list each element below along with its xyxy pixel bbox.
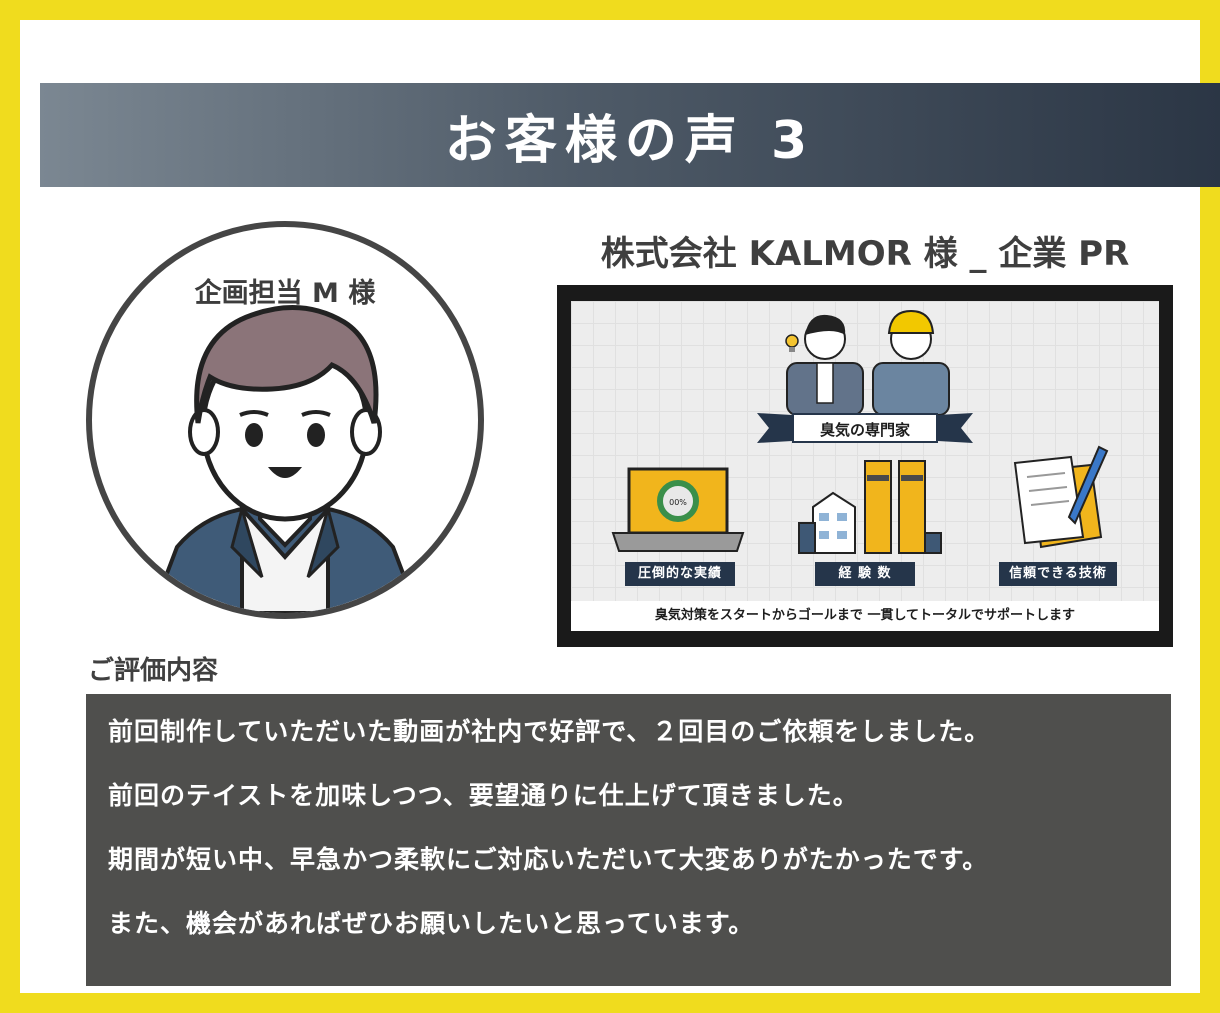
gauge-text: 00% bbox=[669, 498, 687, 507]
video-thumbnail[interactable]: 00% bbox=[557, 285, 1173, 647]
tag-technology: 信頼できる技術 bbox=[999, 562, 1117, 586]
video-illustration: 00% bbox=[611, 309, 1109, 554]
review-line: また、機会があればぜひお願いしたいと思っています。 bbox=[108, 909, 755, 938]
video-caption: 臭気対策をスタートからゴールまで 一貫してトータルでサポートします bbox=[571, 601, 1159, 631]
tag-track-record: 圧倒的な実績 bbox=[625, 562, 735, 586]
video-screen: 00% bbox=[571, 301, 1159, 631]
ribbon-label: 臭気の専門家 bbox=[792, 413, 938, 443]
factory-icon bbox=[798, 460, 942, 554]
review-line: 前回制作していただいた動画が社内で好評で、２回目のご依頼をしました。 bbox=[108, 717, 991, 746]
customer-avatar: 企画担当 M 様 bbox=[86, 221, 484, 619]
page-title: お客様の声 3 bbox=[444, 110, 816, 171]
review-line: 期間が短い中、早急かつ柔軟にご対応いただいて大変ありがたかったです。 bbox=[108, 845, 989, 874]
header-banner: お客様の声 3 bbox=[40, 83, 1220, 187]
video-title: 株式会社 KALMOR 様 _ 企業 PR bbox=[600, 234, 1130, 274]
person-avatar-icon bbox=[149, 304, 421, 613]
review-box: 前回制作していただいた動画が社内で好評で、２回目のご依頼をしました。 前回のテイ… bbox=[86, 694, 1171, 986]
staff-illustration bbox=[786, 309, 950, 416]
lightbulb-icon bbox=[785, 334, 799, 352]
documents-pen-icon bbox=[1013, 445, 1109, 549]
review-heading: ご評価内容 bbox=[88, 656, 219, 686]
customer-name: 企画担当 M 様 bbox=[194, 278, 376, 309]
tag-experience: 経 験 数 bbox=[815, 562, 915, 586]
laptop-gauge-icon bbox=[611, 467, 745, 552]
review-line: 前回のテイストを加味しつつ、要望通りに仕上げて頂きました。 bbox=[108, 781, 859, 810]
